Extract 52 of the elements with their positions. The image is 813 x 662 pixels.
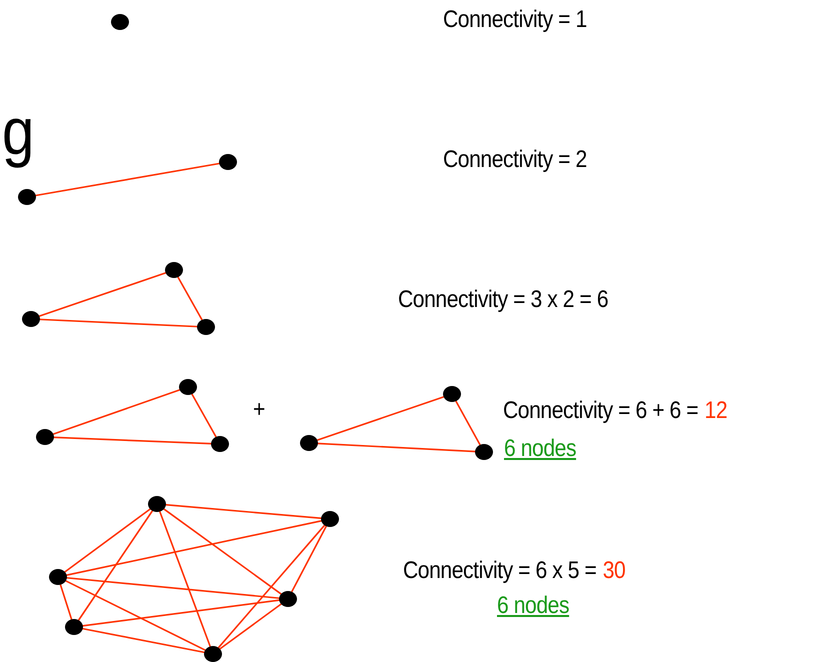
node-count-link: 6 nodes [497, 592, 570, 620]
connecting-line [218, 603, 282, 650]
node-dot [111, 14, 129, 30]
formula-text: Connectivity = 1 [443, 6, 587, 34]
node-dot [179, 379, 197, 395]
connecting-line [163, 508, 282, 595]
node-dot [279, 591, 297, 607]
node-dot [443, 386, 461, 402]
connecting-line [218, 524, 326, 648]
formula-text: + [253, 396, 265, 424]
connecting-line [82, 599, 280, 627]
result-number: 30 [602, 557, 626, 585]
node-dot [204, 646, 222, 662]
node-dot [197, 319, 215, 335]
connecting-line [64, 580, 206, 652]
node-dot [22, 311, 40, 327]
connecting-line [66, 520, 322, 576]
connecting-line [60, 584, 72, 620]
formula-text: Connectivity = 2 [443, 146, 587, 174]
node-dot [300, 435, 318, 451]
node-dot [18, 189, 36, 205]
node-dot [65, 619, 83, 635]
connecting-line [455, 400, 481, 446]
node-dot [148, 496, 166, 512]
node-dot [165, 262, 183, 278]
connecting-line [38, 318, 198, 328]
connecting-line [34, 162, 220, 196]
connecting-line [66, 576, 280, 600]
node-dot [321, 511, 339, 527]
connecting-line [191, 394, 217, 438]
formula-text: Connectivity = 6 + 6 = [503, 397, 698, 425]
node-count-link: 6 nodes [504, 435, 576, 463]
connecting-line [38, 272, 167, 318]
connecting-line [177, 276, 203, 320]
node-dot [36, 429, 54, 445]
node-dot [219, 154, 237, 170]
connecting-line [82, 628, 206, 654]
connecting-line [164, 504, 322, 520]
connecting-line [291, 526, 327, 592]
connecting-line [159, 511, 211, 647]
result-number: 12 [704, 397, 728, 425]
connecting-line [316, 396, 445, 442]
connecting-line [78, 510, 154, 621]
formula-text: Connectivity = 6 x 5 = [403, 557, 596, 585]
connecting-line [316, 442, 476, 452]
node-dot [49, 569, 67, 585]
node-dot [211, 436, 229, 452]
node-dot [475, 444, 493, 460]
connecting-line [52, 436, 212, 444]
formula-text: Connectivity = 3 x 2 = 6 [398, 286, 608, 314]
connecting-line [64, 508, 152, 573]
connecting-line [52, 388, 181, 436]
